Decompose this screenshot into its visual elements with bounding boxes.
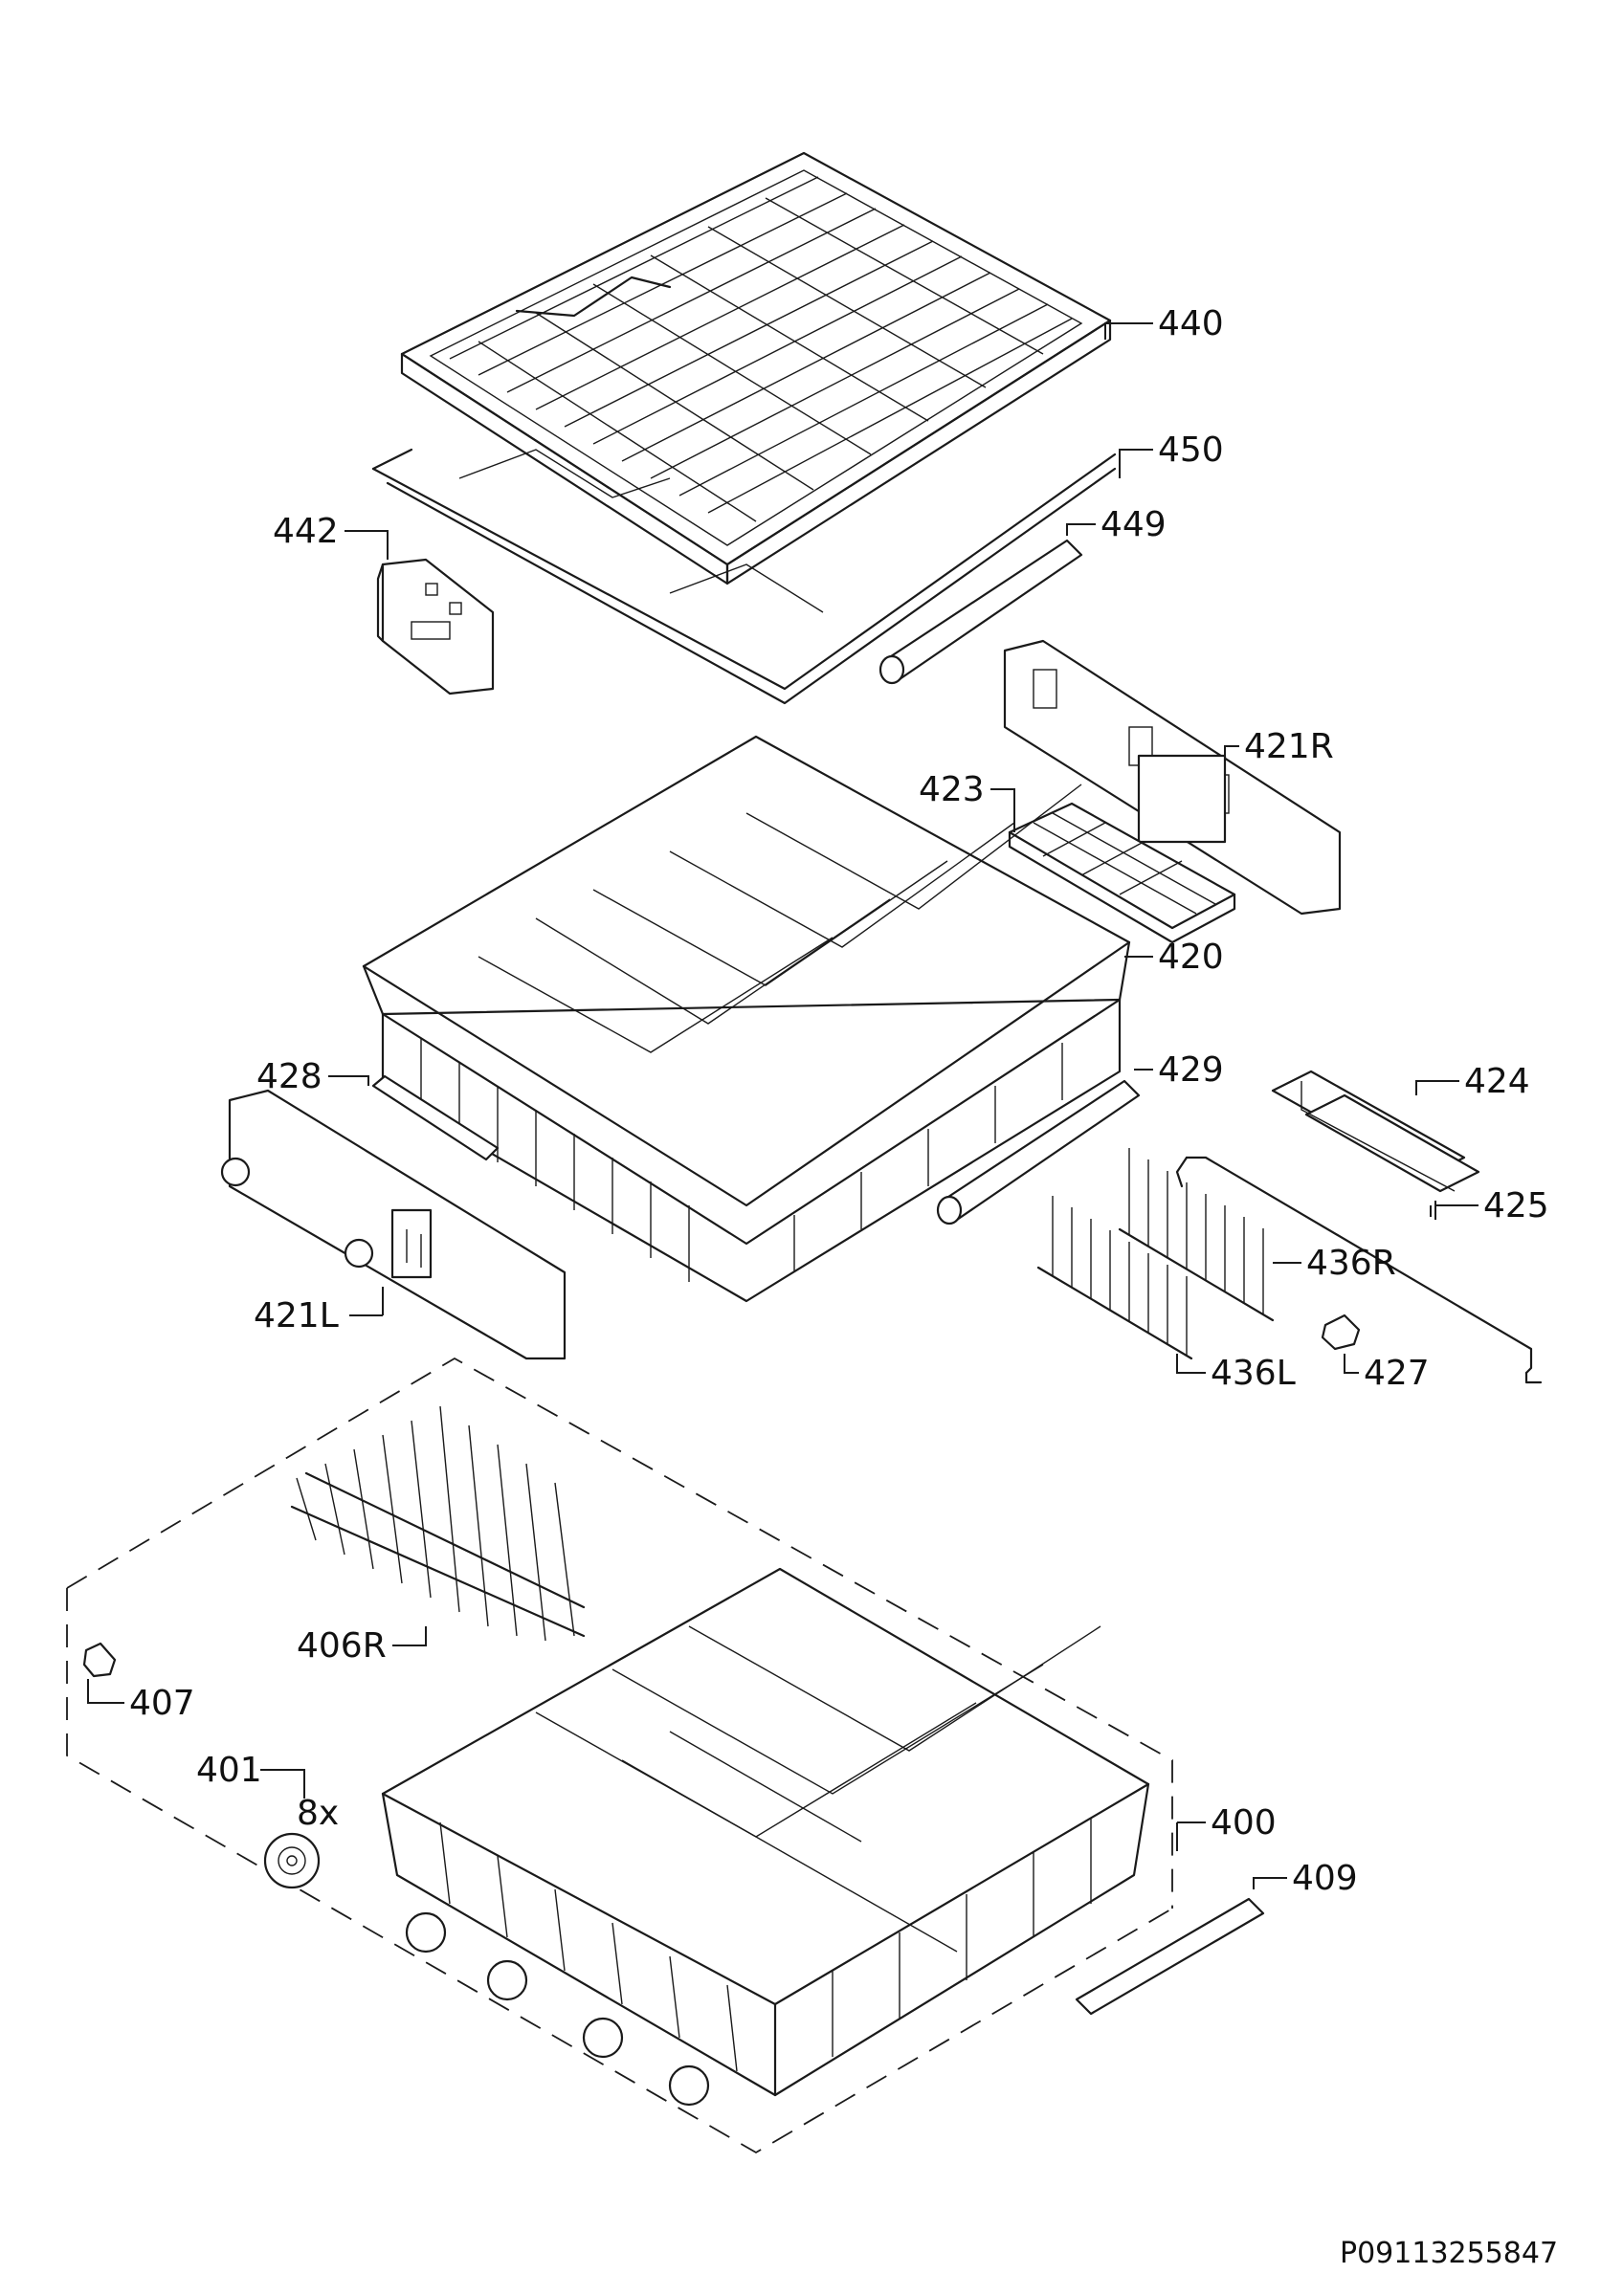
label-406R: 406R [297,1626,387,1666]
part-449-end-cap [878,539,1083,685]
label-421R: 421R [1244,727,1334,766]
part-423-grid-insert [1008,802,1236,944]
label-436R: 436R [1306,1244,1396,1283]
part-409-end-cap [1075,1897,1265,2016]
part-436L-tine-row [1036,1196,1193,1360]
part-427-clip [1321,1314,1361,1351]
label-427: 427 [1364,1354,1430,1393]
label-400: 400 [1211,1803,1277,1843]
label-429: 429 [1158,1050,1224,1090]
label-449: 449 [1101,505,1167,544]
label-407: 407 [129,1684,195,1723]
part-421R-height-adjuster [1003,639,1342,916]
label-428: 428 [256,1057,322,1096]
label-436L: 436L [1211,1354,1296,1393]
part-442-rack-clip [376,558,495,695]
part-424-clips [1271,1070,1480,1193]
part-labels: 440 450 442 449 421R 423 420 428 429 424… [129,304,1549,1898]
label-450: 450 [1158,430,1224,470]
label-409: 409 [1292,1859,1358,1898]
part-407-clip [82,1642,117,1678]
part-420-upper-basket [362,735,1131,1303]
lower-basket-group-outline [66,1357,1173,2154]
leader-lines [87,322,1478,1889]
part-440-cutlery-tray [400,151,1112,585]
document-id: P09113255847 [1340,2237,1558,2270]
label-401: 401 [196,1751,262,1790]
part-429-end-cap [936,1079,1141,1225]
part-406R-tine-row [290,1405,586,1642]
part-401-wheel [263,1832,321,1889]
part-450-wire-frame [371,448,1117,705]
part-425-rod [1175,1156,1543,1384]
label-401-quantity: 8x [297,1794,339,1833]
label-423: 423 [919,770,985,809]
part-428-guide-bar [371,1074,500,1161]
label-420: 420 [1158,938,1224,977]
label-442: 442 [273,512,339,551]
part-421L-height-adjuster [220,1089,567,1360]
part-436R-tine-row [1118,1148,1275,1322]
label-440: 440 [1158,304,1224,343]
label-425: 425 [1483,1186,1549,1225]
label-424: 424 [1464,1062,1530,1101]
part-400-lower-basket [381,1567,1150,2107]
label-421L: 421L [254,1296,339,1336]
